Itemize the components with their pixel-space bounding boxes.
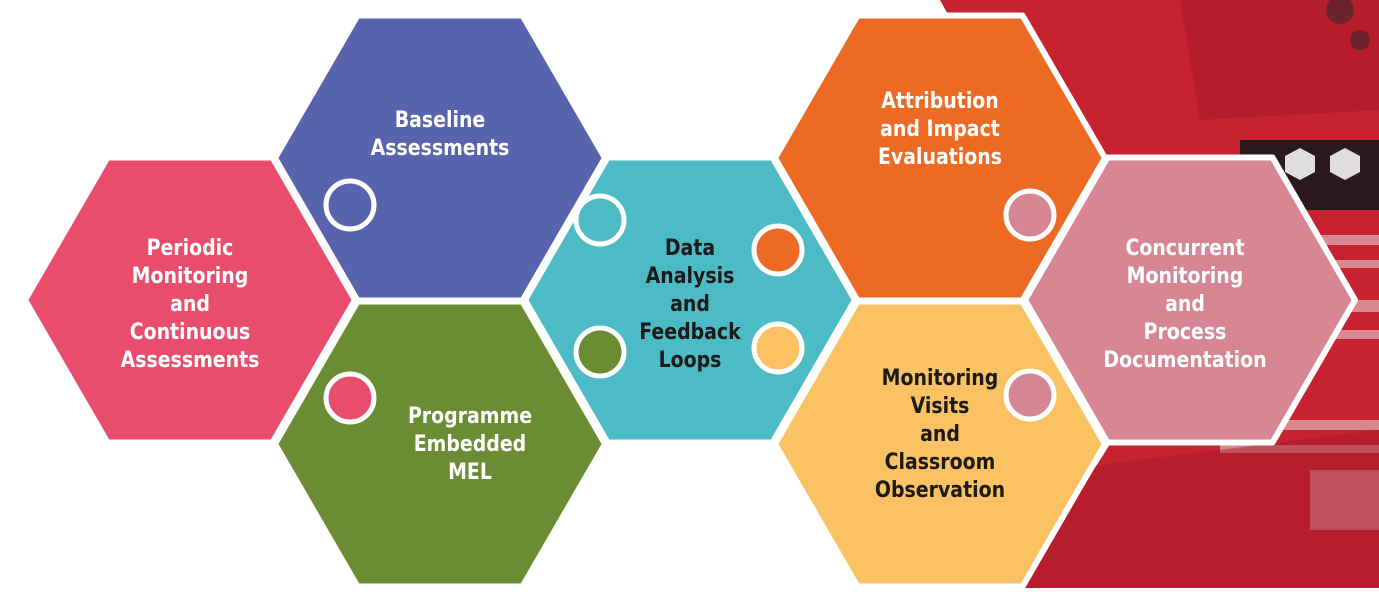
hex-label-monitoring: Monitoring Visits and Classroom Observat… xyxy=(874,366,1006,503)
puzzle-knob-baseline-0 xyxy=(323,178,377,232)
hex-label-programme: Programme Embedded MEL xyxy=(407,404,533,485)
puzzle-knob-concurrent-6 xyxy=(1003,188,1057,242)
hex-label-periodic: Periodic Monitoring and Continuous Asses… xyxy=(120,236,260,373)
puzzle-knob-programme-3 xyxy=(573,325,627,379)
hexagon-periodic xyxy=(22,154,358,446)
hex-label-baseline: Baseline Assessments xyxy=(370,108,510,161)
hex-label-attribution: Attribution and Impact Evaluations xyxy=(877,89,1003,170)
puzzle-connector-layer xyxy=(323,178,1057,425)
puzzle-knob-periodic-1 xyxy=(323,371,377,425)
hexagon-concurrent xyxy=(1022,154,1358,446)
puzzle-knob-monitoring-5 xyxy=(751,321,805,375)
hex-label-data: Data Analysis and Feedback Loops xyxy=(639,236,741,373)
puzzle-knob-attribution-4 xyxy=(751,223,805,277)
puzzle-knob-data-2 xyxy=(573,193,627,247)
hex-label-concurrent: Concurrent Monitoring and Process Docume… xyxy=(1103,236,1267,373)
puzzle-knob-concurrent-7 xyxy=(1003,368,1057,422)
